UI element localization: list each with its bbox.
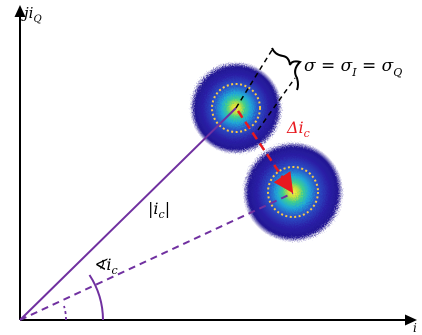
angle-arc-large bbox=[88, 274, 104, 321]
sigma-equation-label: σ = σI = σQ bbox=[304, 56, 402, 79]
magnitude-label: |ic| bbox=[148, 199, 170, 221]
x-axis-arrowhead bbox=[405, 314, 417, 326]
y-axis-arrowhead bbox=[14, 5, 26, 17]
symbol-cloud-lower bbox=[243, 142, 343, 242]
angle-label: ∢ic bbox=[93, 255, 118, 277]
delta-label: Δic bbox=[286, 118, 310, 140]
delta-arrow bbox=[236, 110, 294, 194]
reference-vector bbox=[19, 192, 294, 321]
angle-arc-small bbox=[63, 305, 67, 321]
x-axis-label: i bbox=[413, 321, 417, 335]
sigma-bracket bbox=[271, 47, 302, 91]
y-axis-label: jiQ bbox=[21, 4, 42, 25]
magnitude-vector bbox=[19, 107, 237, 321]
sigma-guide-line-2 bbox=[257, 77, 296, 131]
sigma-guide-line-1 bbox=[235, 49, 273, 109]
